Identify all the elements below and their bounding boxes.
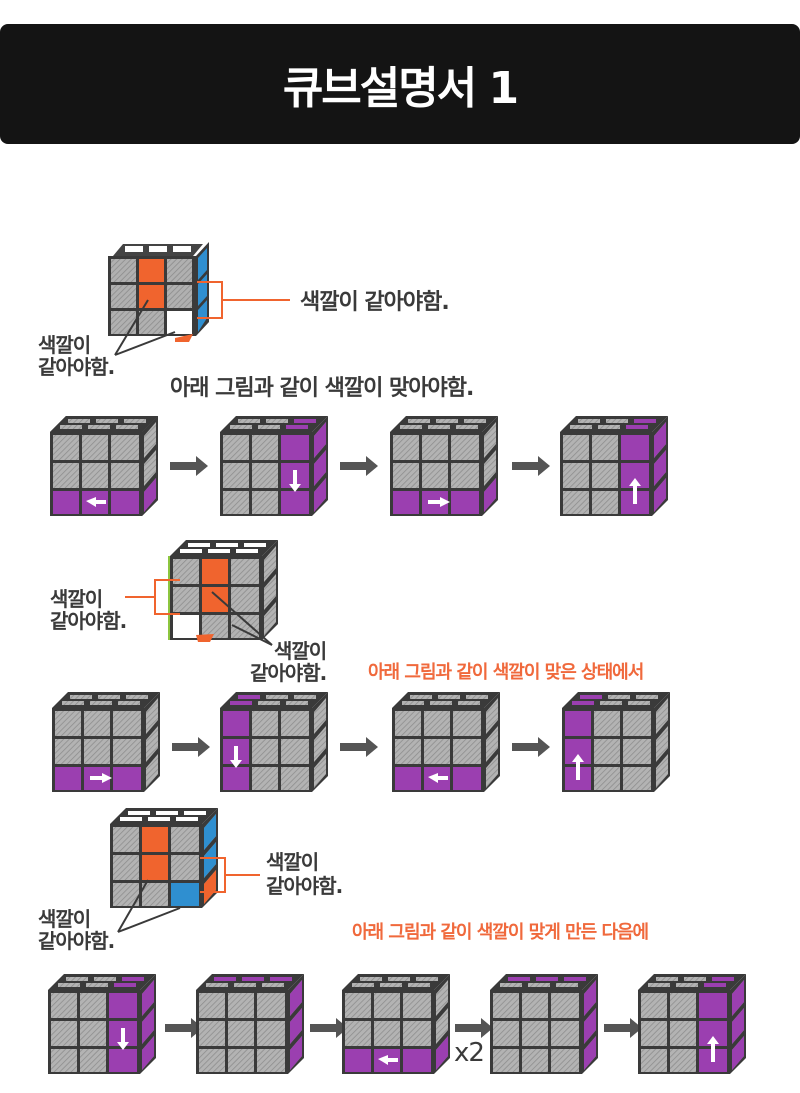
instruction-3: 아래 그림과 같이 색깔이 맞게 만든 다음에 bbox=[352, 922, 649, 943]
cube-1-4 bbox=[558, 414, 670, 518]
cube-2-4 bbox=[560, 690, 672, 794]
cube-2-2 bbox=[218, 690, 330, 794]
callout-same-color-left-2: 색깔이 같아야함. bbox=[50, 587, 127, 633]
instruction-2: 아래 그림과 같이 색깔이 맞은 상태에서 bbox=[368, 662, 644, 683]
arrow-icon bbox=[512, 737, 550, 757]
cube-1-1 bbox=[48, 414, 160, 518]
cube-3-2 bbox=[194, 972, 306, 1076]
reference-cube-2 bbox=[168, 538, 280, 642]
callout-line1: 색깔이 bbox=[38, 333, 91, 357]
arrow-icon bbox=[512, 456, 550, 476]
page-title: 큐브설명서 1 bbox=[282, 63, 519, 114]
cube-1-2 bbox=[218, 414, 330, 518]
callout-lines-1 bbox=[114, 281, 290, 356]
callout-line2: 같아야함. bbox=[38, 355, 115, 379]
callout-line2: 같아야함. bbox=[266, 874, 343, 898]
callout-lines-3 bbox=[117, 857, 260, 933]
callout-line1: 색깔이 bbox=[50, 587, 103, 611]
cube-2-3 bbox=[390, 690, 502, 794]
callout-line1: 색깔이 bbox=[274, 639, 327, 663]
arrow-icon bbox=[340, 737, 378, 757]
title-banner: 큐브설명서 1 bbox=[0, 24, 800, 144]
arrow-icon bbox=[172, 737, 210, 757]
cube-2-1 bbox=[50, 690, 162, 794]
reference-cube-1 bbox=[105, 234, 215, 342]
callout-same-color-bottom-2: 색깔이 같아야함. bbox=[250, 639, 327, 685]
callout-line2: 같아야함. bbox=[38, 929, 115, 953]
callout-line1: 색깔이 bbox=[266, 850, 319, 874]
arrow-icon bbox=[170, 456, 208, 476]
repeat-count: x2 bbox=[454, 1038, 485, 1068]
callout-same-color-right-3: 색깔이 같아야함. bbox=[266, 850, 343, 898]
callout-same-color-left-3: 색깔이 같아야함. bbox=[38, 907, 115, 953]
callout-line2: 같아야함. bbox=[250, 661, 327, 685]
reference-cube-3 bbox=[108, 806, 220, 910]
arrow-icon bbox=[340, 456, 378, 476]
callout-line1: 색깔이 bbox=[38, 907, 91, 931]
cube-3-4 bbox=[488, 972, 600, 1076]
cube-3-1 bbox=[46, 972, 158, 1076]
cube-1-3 bbox=[388, 414, 500, 518]
callout-same-color-left: 색깔이 같아야함. bbox=[38, 333, 115, 379]
instruction-1: 아래 그림과 같이 색깔이 맞아야함. bbox=[170, 376, 474, 401]
cube-3-5 bbox=[636, 972, 748, 1076]
cube-3-3 bbox=[340, 972, 452, 1076]
callout-lines-2 bbox=[125, 579, 273, 646]
callout-same-color-right: 색깔이 같아야함. bbox=[300, 290, 450, 315]
callout-line2: 같아야함. bbox=[50, 609, 127, 633]
